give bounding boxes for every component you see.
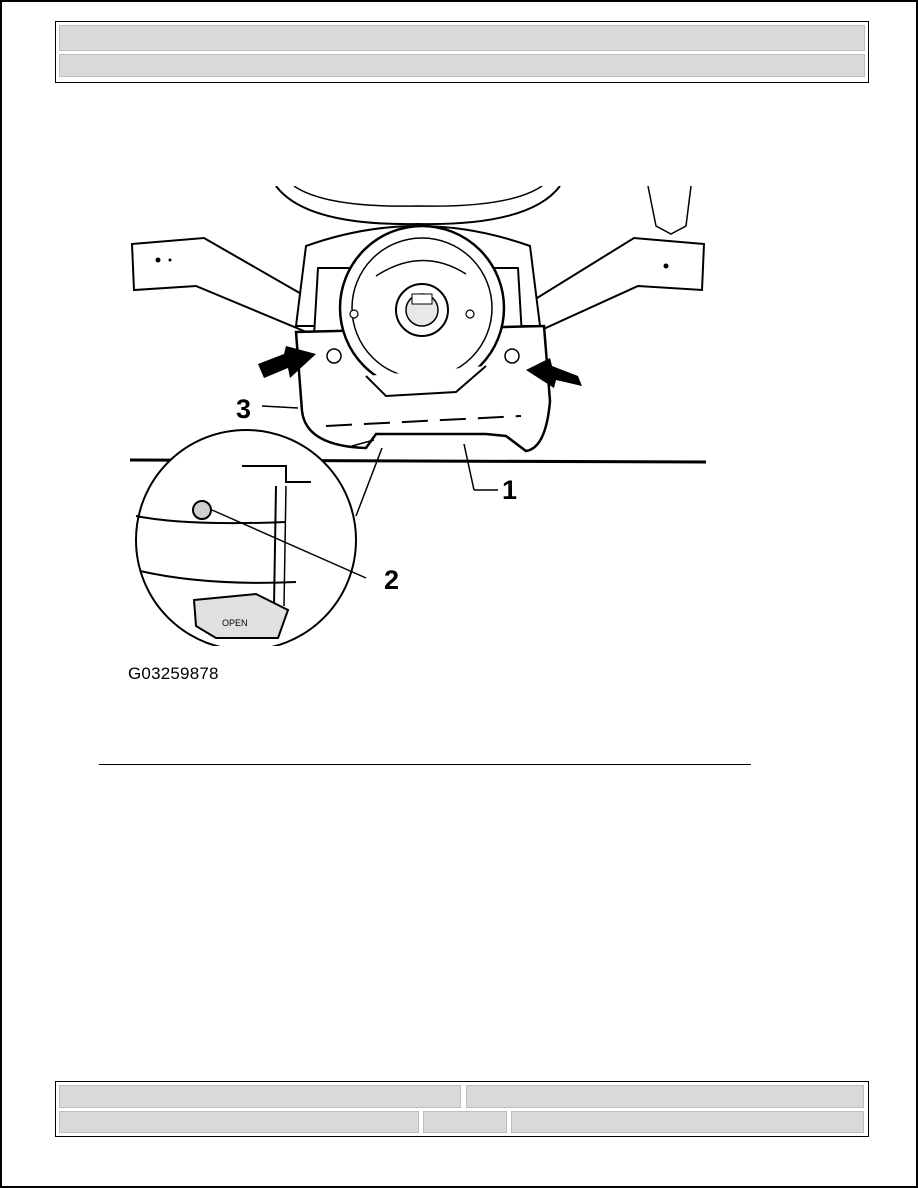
figure-id-label: G03259878 (128, 664, 219, 683)
right-stalk (514, 236, 706, 338)
footer-cell-bottom-middle (423, 1111, 507, 1133)
clock-spring-tab (365, 365, 487, 398)
left-arrow-icon (258, 346, 316, 378)
steering-column-diagram: OPEN 1 2 3 (129, 185, 707, 651)
page-footer (55, 1081, 869, 1137)
release-pin (192, 500, 212, 520)
header-subtitle-bar (59, 54, 865, 77)
right-stalk-rivet (663, 263, 669, 269)
technical-illustration: OPEN 1 2 3 (126, 185, 710, 651)
leader-line-1 (463, 443, 475, 491)
footer-cell-top-left (59, 1085, 461, 1108)
right-arrow-icon (526, 358, 582, 388)
steering-wheel-rim (275, 185, 561, 226)
connector-label: OPEN (222, 618, 248, 628)
steering-wheel-right-spoke (647, 185, 692, 235)
leader-line-2 (211, 509, 367, 579)
connector-plug (192, 592, 290, 639)
left-stalk-rivet (155, 257, 161, 263)
footer-cell-top-right (466, 1085, 864, 1108)
callout-3: 3 (236, 394, 251, 424)
footer-cell-bottom-right (511, 1111, 864, 1133)
header-title-bar (59, 25, 865, 51)
right-mount-hole (504, 348, 520, 364)
left-mount-hole (326, 348, 342, 364)
section-divider (99, 764, 751, 765)
page-header (55, 21, 869, 83)
callout-1: 1 (502, 475, 517, 505)
leader-line-3 (261, 405, 299, 409)
footer-cell-bottom-left (59, 1111, 419, 1133)
steering-wheel-rim-inner (293, 185, 543, 207)
callout-2: 2 (384, 565, 399, 595)
